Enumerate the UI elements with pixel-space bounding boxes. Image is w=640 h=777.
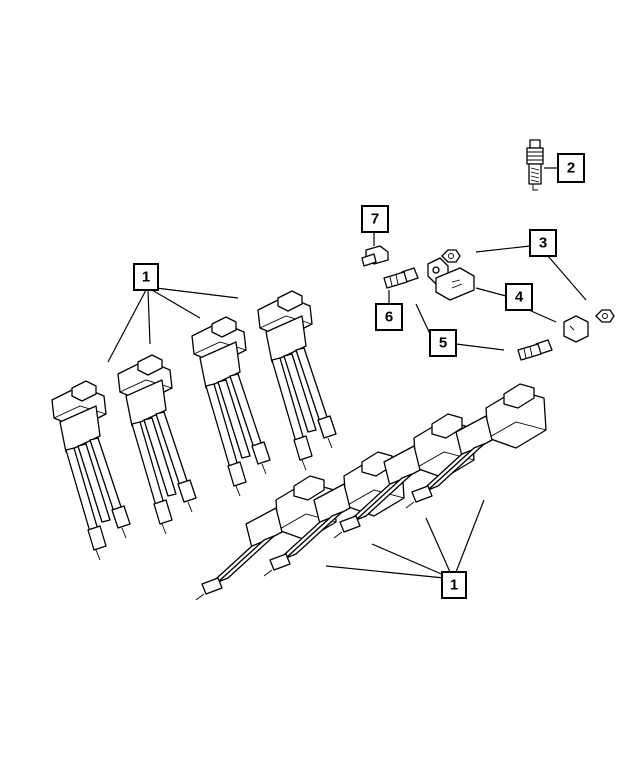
- coil-pack-upper-3[interactable]: [191, 316, 271, 497]
- callout-7: 7: [361, 205, 389, 233]
- callout-label: 5: [439, 335, 447, 352]
- callout-label: 3: [539, 235, 547, 252]
- stud-5[interactable]: [517, 339, 553, 361]
- spark-plug[interactable]: [526, 139, 544, 191]
- callout-6: 6: [375, 303, 403, 331]
- leader-lines: [107, 167, 587, 579]
- callout-label: 1: [450, 577, 458, 594]
- coil-pack-lower-1[interactable]: [195, 475, 337, 601]
- callout-1-lower: 1: [441, 571, 467, 599]
- sensor-connector[interactable]: [563, 315, 589, 343]
- nut-3-upper[interactable]: [441, 249, 461, 263]
- callout-5: 5: [429, 329, 457, 357]
- bolt-7[interactable]: [361, 245, 389, 267]
- callout-label: 2: [567, 160, 575, 177]
- coil-pack-upper-2[interactable]: [117, 354, 197, 535]
- callout-label: 7: [371, 211, 379, 228]
- nut-3-lower[interactable]: [595, 309, 615, 323]
- callout-2: 2: [557, 153, 585, 183]
- stud-6[interactable]: [383, 267, 419, 289]
- coil-pack-upper-4[interactable]: [257, 290, 337, 471]
- callout-4: 4: [505, 283, 533, 311]
- coil-pack-upper-1[interactable]: [51, 380, 131, 561]
- callout-label: 1: [142, 269, 150, 286]
- callout-3: 3: [529, 229, 557, 257]
- callout-1-upper: 1: [133, 263, 159, 291]
- callout-label: 6: [385, 309, 393, 326]
- callout-label: 4: [515, 289, 524, 306]
- sensor-4[interactable]: [427, 257, 475, 301]
